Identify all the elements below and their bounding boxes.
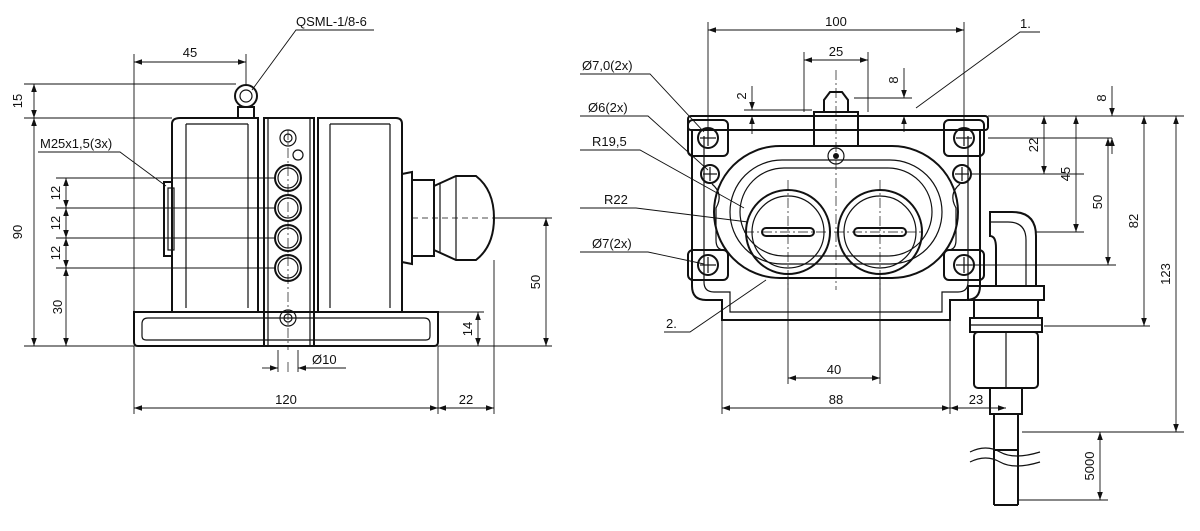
front-housing (691, 130, 981, 321)
hole-label-7-0: Ø7,0(2x) (582, 58, 633, 73)
dim-25: 25 (829, 44, 843, 59)
dim-88: 88 (829, 392, 843, 407)
dim-45: 45 (183, 45, 197, 60)
hole-label-6: Ø6(2x) (588, 100, 628, 115)
side-top-fitting (234, 84, 258, 119)
callout-2: 2. (666, 316, 677, 331)
callout-1: 1. (1020, 16, 1031, 31)
dim-pitch-3: 12 (48, 246, 63, 260)
fitting-label: QSML-1/8-6 (296, 14, 367, 29)
front-view: 100 1. 25 8 2 8 22 45 (580, 14, 1184, 506)
side-base-plate (133, 311, 439, 347)
dim-82: 82 (1126, 214, 1141, 228)
side-left-housing (171, 117, 259, 312)
dim-30: 30 (50, 300, 65, 314)
dim-50-front: 50 (1090, 195, 1105, 209)
side-right-housing (317, 117, 403, 312)
dim-22-front: 22 (1026, 138, 1041, 152)
dim-123: 123 (1158, 263, 1173, 285)
dim-22: 22 (459, 392, 473, 407)
side-left-gland (163, 181, 173, 257)
front-elbow-fitting (967, 211, 1045, 451)
dim-5000: 5000 (1082, 452, 1097, 481)
dim-dia-10: Ø10 (312, 352, 337, 367)
dim-23: 23 (969, 392, 983, 407)
dim-40: 40 (827, 362, 841, 377)
hole-label-7: Ø7(2x) (592, 236, 632, 251)
gland-label: M25x1,5(3x) (40, 136, 112, 151)
dim-50-side: 50 (528, 275, 543, 289)
dim-45-front: 45 (1058, 167, 1073, 181)
dim-15: 15 (10, 94, 25, 108)
dim-14: 14 (460, 322, 475, 336)
dim-pitch-1: 12 (48, 186, 63, 200)
side-view: 45 QSML-1/8-6 15 90 12 12 12 30 M25x1,5(… (10, 14, 552, 414)
radius-label-19-5: R19,5 (592, 134, 627, 149)
front-cable (969, 447, 1041, 506)
dim-100: 100 (825, 14, 847, 29)
side-center-column (263, 117, 315, 347)
dim-120: 120 (275, 392, 297, 407)
dim-pitch-2: 12 (48, 216, 63, 230)
front-oval-outer (713, 145, 959, 279)
dim-8-right: 8 (1094, 94, 1109, 101)
dim-2: 2 (734, 92, 749, 99)
dim-8-left: 8 (886, 76, 901, 83)
radius-label-22: R22 (604, 192, 628, 207)
dim-90: 90 (10, 225, 25, 239)
